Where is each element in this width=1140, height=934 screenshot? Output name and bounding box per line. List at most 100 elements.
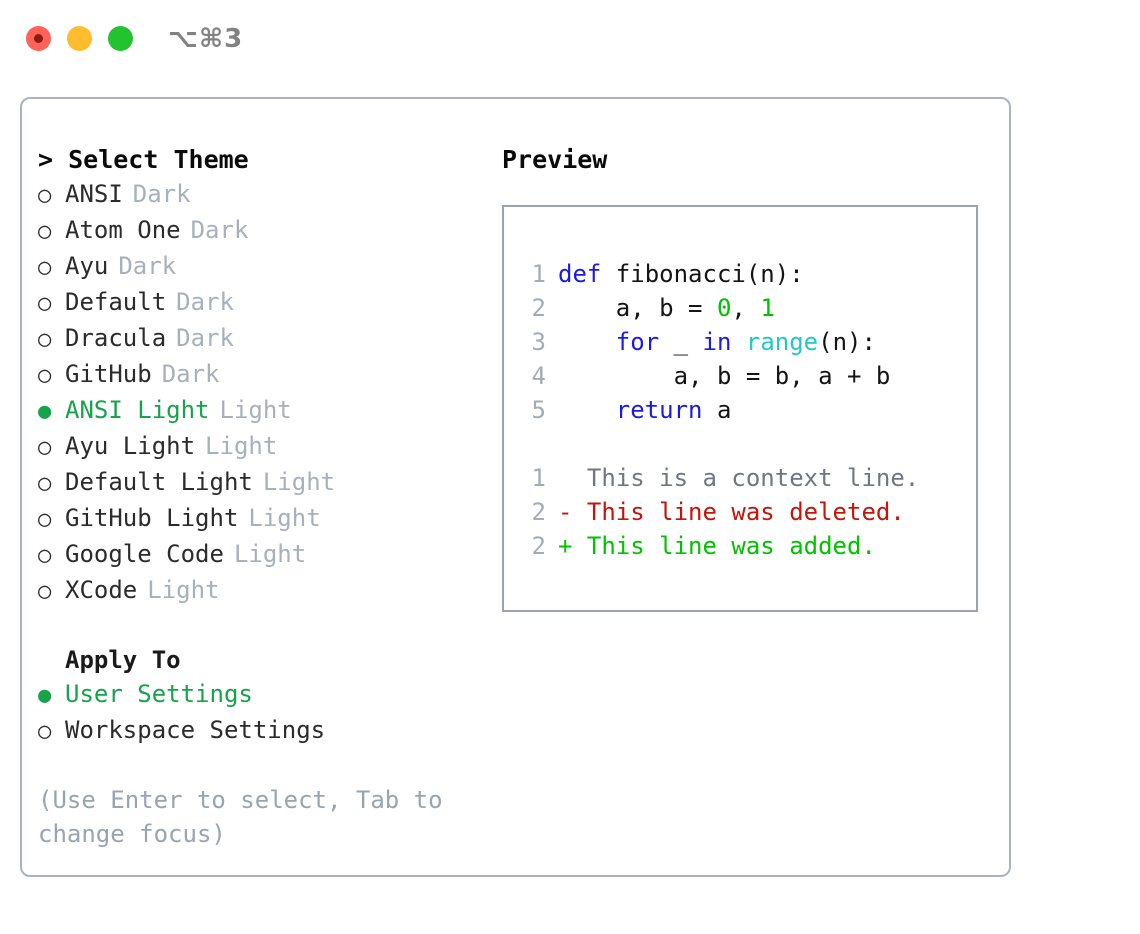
theme-option-kind: Dark: [118, 252, 177, 280]
preview-column: Preview 1 def fibonacci(n): 2 a, b = 0, 1 3…: [502, 143, 1002, 612]
theme-option-label: Ayu: [65, 252, 109, 280]
radio-unselected-icon: ○: [38, 471, 52, 496]
code-line-number: 1: [531, 260, 546, 288]
window-controls: [26, 26, 133, 51]
code-token-plain: fibonacci(n):: [615, 260, 804, 288]
theme-option-default-light[interactable]: ○ Default Light Light: [38, 465, 488, 501]
code-line: 2 a, b = 0, 1: [504, 291, 976, 325]
spacer: [38, 609, 488, 643]
diff-line-content: This line was added.: [572, 532, 876, 560]
theme-option-label: Google Code: [65, 540, 224, 568]
code-token-kw: in: [702, 328, 732, 356]
code-token-plain: [558, 328, 616, 356]
code-token-plain: a, b = b, a + b: [558, 362, 891, 390]
diff-line: 2 + This line was added.: [504, 529, 976, 563]
code-token-fn: range: [745, 328, 819, 356]
theme-option-google-code[interactable]: ○ Google Code Light: [38, 537, 488, 573]
diff-line-number: 2: [531, 532, 546, 560]
code-line-number: 2: [531, 294, 546, 322]
radio-unselected-icon: ○: [38, 183, 52, 208]
theme-option-kind: Light: [248, 504, 321, 532]
theme-option-xcode[interactable]: ○ XCode Light: [38, 573, 488, 609]
code-token-plain: a, b =: [558, 294, 717, 322]
code-line-content: return a: [558, 393, 732, 427]
theme-option-kind: Light: [147, 576, 220, 604]
theme-option-label: GitHub Light: [65, 504, 239, 532]
diff-line: 2- This line was deleted.: [504, 495, 976, 529]
theme-option-kind: Light: [219, 396, 292, 424]
apply-to-list[interactable]: ● User Settings ○ Workspace Settings: [38, 677, 488, 749]
radio-unselected-icon: ○: [38, 435, 52, 460]
minimize-button[interactable]: [67, 26, 92, 51]
theme-option-github-light[interactable]: ○ GitHub Light Light: [38, 501, 488, 537]
code-line: 5 return a: [504, 393, 976, 427]
radio-selected-icon: ●: [38, 683, 52, 708]
theme-option-kind: Light: [262, 468, 336, 496]
diff-line-content: This line was deleted.: [572, 498, 905, 526]
radio-unselected-icon: ○: [38, 579, 52, 604]
code-token-plain: [731, 328, 745, 356]
theme-option-ayu[interactable]: ○ Ayu Dark: [38, 249, 488, 285]
zoom-button[interactable]: [108, 26, 133, 51]
apply-to-option-workspace-settings[interactable]: ○ Workspace Settings: [38, 713, 488, 749]
code-token-plain: [558, 396, 616, 424]
theme-option-label: Default Light: [65, 468, 253, 496]
theme-option-kind: Dark: [176, 324, 234, 352]
theme-option-label: Default: [65, 288, 167, 316]
theme-option-label: ANSI: [65, 180, 123, 208]
radio-unselected-icon: ○: [38, 543, 52, 568]
code-token-num: 1: [760, 294, 775, 322]
code-token-plain: _: [659, 328, 703, 356]
diff-sign: -: [558, 498, 573, 526]
theme-option-kind: Dark: [176, 288, 234, 316]
diff-line: 1 This is a context line.: [504, 461, 976, 495]
theme-option-ansi[interactable]: ○ ANSI Dark: [38, 177, 488, 213]
diff-line-number: 1: [531, 464, 546, 492]
code-sample: 1 def fibonacci(n): 2 a, b = 0, 1 3 for _ i…: [504, 257, 976, 427]
theme-option-kind: Light: [205, 432, 278, 460]
keyboard-shortcut-label: ⌥⌘3: [168, 24, 244, 54]
code-line-number: 3: [531, 328, 546, 356]
theme-option-kind: Dark: [161, 360, 220, 388]
theme-option-label: Ayu Light: [65, 432, 196, 460]
theme-option-kind: Dark: [132, 180, 191, 208]
code-token-plain: a: [702, 396, 732, 424]
preview-title: Preview: [502, 145, 608, 174]
theme-option-kind: Dark: [190, 216, 249, 244]
theme-option-label: XCode: [65, 576, 138, 604]
code-line-content: a, b = b, a + b: [558, 359, 891, 393]
radio-unselected-icon: ○: [38, 719, 52, 744]
theme-option-label: ANSI Light: [65, 396, 210, 424]
code-line-content: a, b = 0, 1: [558, 291, 775, 325]
code-line: 1 def fibonacci(n):: [504, 257, 976, 291]
code-token-plain: (n):: [818, 328, 876, 356]
radio-unselected-icon: ○: [38, 255, 52, 280]
radio-unselected-icon: ○: [38, 363, 52, 388]
diff-line-number: 2: [531, 498, 546, 526]
theme-option-ayu-light[interactable]: ○ Ayu Light Light: [38, 429, 488, 465]
apply-to-option-user-settings[interactable]: ● User Settings: [38, 677, 488, 713]
code-token-plain: ,: [731, 294, 761, 322]
code-token-kw: return: [615, 396, 703, 424]
diff-sign: +: [558, 532, 573, 560]
code-token-kw: def: [558, 260, 616, 288]
radio-unselected-icon: ○: [38, 507, 52, 532]
title-bar: ⌥⌘3: [0, 0, 1140, 78]
close-button[interactable]: [26, 26, 51, 51]
code-line-number: 4: [531, 362, 546, 390]
code-line-content: for _ in range(n):: [558, 325, 876, 359]
theme-option-kind: Light: [233, 540, 307, 568]
diff-sign: [558, 461, 572, 495]
apply-to-heading: Apply To: [65, 646, 181, 674]
theme-option-label: Atom One: [65, 216, 181, 244]
apply-to-option-label: User Settings: [65, 680, 253, 708]
apply-to-option-label: Workspace Settings: [65, 716, 326, 744]
